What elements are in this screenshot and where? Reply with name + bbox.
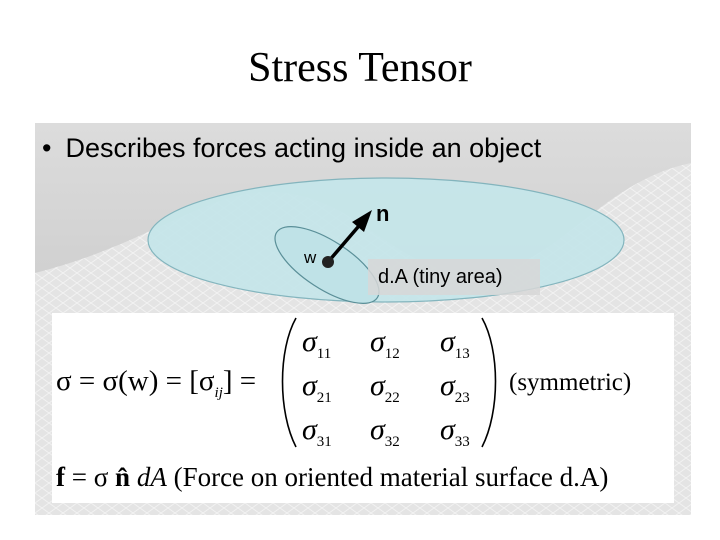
force-equation: f = σ n̂ dA (Force on oriented material …: [56, 462, 608, 493]
force-n-hat: n̂: [115, 462, 131, 492]
bullet-marker: •: [42, 133, 52, 163]
matrix-cell-11: σ11: [302, 325, 332, 362]
slide-title: Stress Tensor: [248, 45, 472, 91]
matrix-cell-22: σ22: [370, 369, 400, 406]
matrix-cell-33: σ33: [440, 413, 470, 450]
point-label: w: [304, 248, 317, 267]
force-f: f: [56, 462, 65, 492]
matrix-cell-12: σ12: [370, 325, 400, 362]
symmetric-note: (symmetric): [509, 369, 632, 396]
force-eq: = σ: [71, 462, 109, 492]
bullet-point: • Describes forces acting inside an objec…: [42, 133, 541, 164]
equation-box: [52, 313, 674, 503]
tensor-lhs-text: σ = σ(w) = [σij] =: [56, 365, 257, 401]
matrix-cell-21: σ21: [302, 369, 332, 406]
normal-label: n: [376, 201, 390, 226]
bullet-text: Describes forces acting inside an object: [65, 133, 542, 163]
matrix-cell-23: σ23: [440, 369, 470, 406]
force-description: (Force on oriented material surface d.A): [173, 462, 609, 492]
left-paren: [281, 317, 297, 448]
matrix-cell-31: σ31: [302, 413, 332, 450]
area-label: d.A (tiny area): [368, 259, 540, 295]
point-w-marker: [322, 256, 334, 268]
tensor-lhs: σ = σ(w) = [σij] =: [56, 365, 256, 402]
normal-arrow-head: [352, 210, 372, 232]
right-paren: [481, 317, 497, 448]
force-dA: dA: [136, 462, 167, 492]
matrix-cell-13: σ13: [440, 325, 470, 362]
matrix-cell-32: σ32: [370, 413, 400, 450]
